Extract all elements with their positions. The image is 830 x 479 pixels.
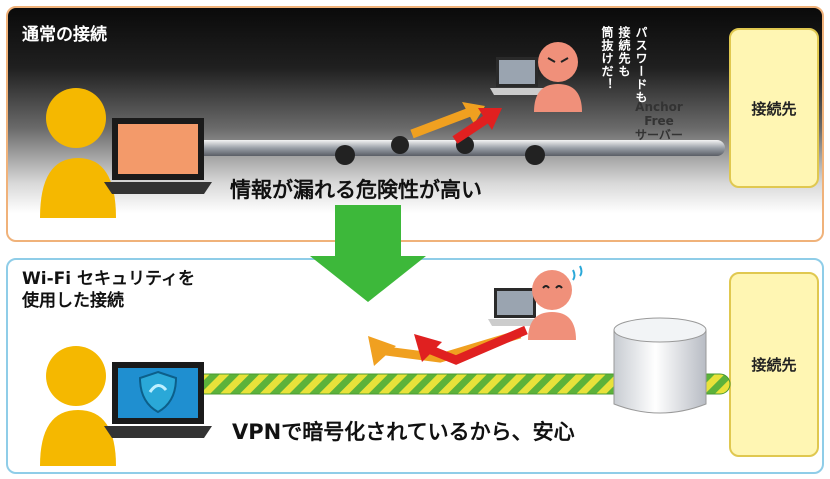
attacker-icon-worried	[488, 265, 583, 340]
top-panel-title: 通常の接続	[22, 25, 107, 45]
top-caption: 情報が漏れる危険性が高い	[230, 178, 482, 202]
bottom-title-line-1: Wi-Fi セキュリティを	[22, 269, 195, 289]
insecure-connection-panel: 通常の接続 パスワードも 接続先も 筒抜けだ！ 接続先 情報が漏れる危険性が高い	[6, 6, 824, 242]
attacker-speech-line-3: 筒抜けだ！	[600, 26, 614, 91]
user-icon-secure	[40, 346, 116, 466]
server-label-line-2: Free	[644, 114, 674, 128]
attacker-speech-line-2: 接続先も	[617, 26, 631, 78]
bottom-title-line-2: 使用した接続	[22, 291, 124, 311]
attacker-icon	[490, 42, 582, 112]
user-icon	[40, 88, 116, 218]
bottom-panel-title: Wi-Fi セキュリティを 使用した接続	[22, 268, 195, 312]
laptop-icon	[104, 118, 212, 194]
server-label-line-1: Anchor	[635, 100, 683, 114]
server-icon	[613, 317, 707, 414]
attacker-speech-line-1: パスワードも	[634, 26, 648, 104]
destination-label-bottom: 接続先	[751, 356, 797, 374]
destination-label-top: 接続先	[751, 99, 797, 118]
destination-box-top: 接続先	[729, 28, 819, 188]
server-label: Anchor Free サーバー	[614, 100, 704, 142]
leak-arrows-top	[410, 102, 502, 144]
down-arrow-icon	[310, 205, 426, 302]
insecure-pipe	[190, 136, 725, 165]
shield-icon	[138, 370, 178, 414]
server-label-line-3: サーバー	[635, 128, 683, 142]
bottom-caption: VPNで暗号化されているから、安心	[232, 420, 575, 444]
destination-box-bottom: 接続先	[729, 272, 819, 457]
blocked-arrows-bottom	[368, 325, 528, 366]
